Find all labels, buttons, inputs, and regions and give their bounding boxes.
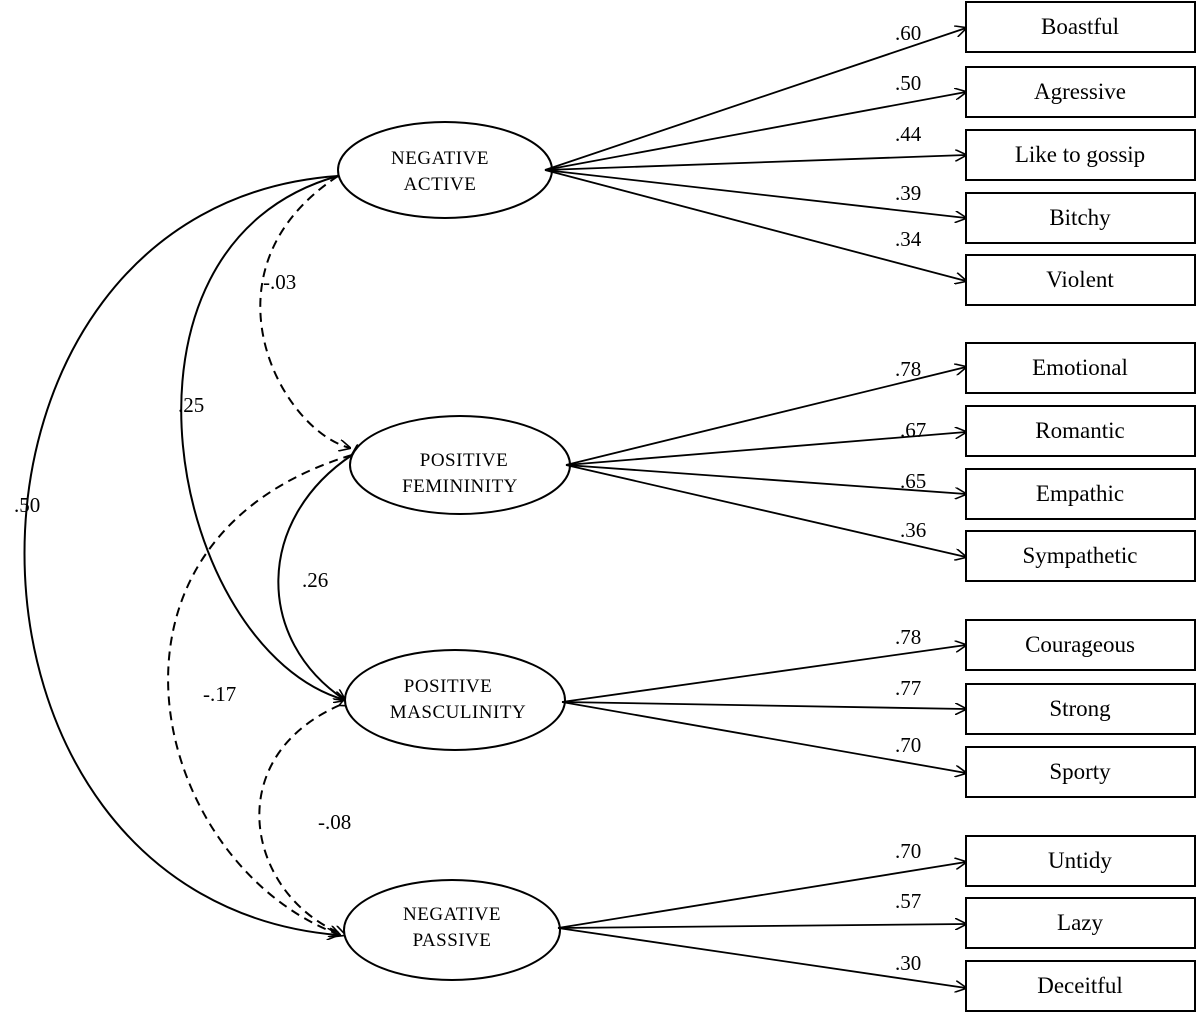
factor-label-line1: NEGATIVE	[391, 148, 489, 169]
loading-label: .57	[895, 889, 921, 913]
item-label: Strong	[1049, 696, 1111, 721]
loading-path	[557, 927, 966, 988]
loading-path	[557, 862, 966, 929]
item-label: Boastful	[1041, 14, 1119, 39]
factor-label-line2: ACTIVE	[404, 174, 477, 195]
item-label: Bitchy	[1049, 205, 1111, 230]
correlation-curve-pf-np	[167, 455, 352, 935]
correlation-labels: .50 .25 -.03 .26 -.17 -.08	[14, 270, 351, 834]
item-box	[965, 405, 1196, 457]
item-label: Like to gossip	[1015, 142, 1145, 167]
factor-positive-masculinity: POSITIVE MASCULINITY	[344, 649, 566, 751]
item-box	[965, 619, 1196, 671]
item-box	[965, 66, 1196, 118]
factor-negative-passive: NEGATIVE PASSIVE	[343, 879, 561, 981]
latent-factors: NEGATIVE ACTIVE POSITIVE FEMININITY POSI…	[337, 121, 571, 981]
correlation-label: -.08	[318, 810, 351, 834]
item-label: Sympathetic	[1023, 543, 1138, 568]
loading-label: .60	[895, 21, 921, 45]
factor-ellipse	[343, 879, 561, 981]
item-box	[965, 530, 1196, 582]
loading-label: .70	[895, 733, 921, 757]
factor-label-line2: FEMININITY	[402, 476, 518, 497]
loading-label: .78	[895, 357, 921, 381]
loading-label: .78	[895, 625, 921, 649]
loading-path	[544, 169, 966, 281]
item-box	[965, 683, 1196, 735]
correlation-label: -.17	[203, 682, 236, 706]
loading-path	[557, 924, 966, 928]
factor-negative-active: NEGATIVE ACTIVE	[337, 121, 553, 219]
loading-path	[561, 701, 966, 709]
item-label: Romantic	[1035, 418, 1124, 443]
loading-path	[561, 701, 966, 773]
loading-label: .30	[895, 951, 921, 975]
item-label: Untidy	[1048, 848, 1112, 873]
item-box	[965, 835, 1196, 887]
item-box	[965, 1, 1196, 53]
item-label: Empathic	[1036, 481, 1124, 506]
correlation-curves	[23, 176, 353, 935]
item-label: Deceitful	[1037, 973, 1123, 998]
item-box	[965, 897, 1196, 949]
item-box	[965, 254, 1196, 306]
loading-path	[565, 464, 966, 494]
item-label: Violent	[1046, 267, 1114, 292]
loading-path	[544, 28, 966, 171]
loading-path	[565, 464, 966, 557]
correlation-label: .50	[14, 493, 40, 517]
loading-path	[544, 155, 966, 171]
correlation-curve-na-pm	[180, 176, 345, 700]
loading-path	[561, 645, 966, 703]
factor-label-line1: POSITIVE	[420, 450, 508, 471]
factor-ellipse	[344, 649, 566, 751]
item-label: Courageous	[1025, 632, 1135, 657]
item-box	[965, 746, 1196, 798]
factor-positive-femininity: POSITIVE FEMININITY	[349, 415, 571, 515]
factor-label-line2: PASSIVE	[413, 930, 492, 951]
loading-paths	[544, 28, 966, 988]
item-label: Sporty	[1049, 759, 1111, 784]
item-box	[965, 960, 1196, 1012]
item-box	[965, 468, 1196, 520]
loading-path	[565, 432, 966, 466]
item-box	[965, 192, 1196, 244]
correlation-curve-na-np	[23, 176, 339, 935]
factor-label-line1: NEGATIVE	[403, 904, 501, 925]
correlation-label: .25	[178, 393, 204, 417]
loading-path	[544, 169, 966, 218]
item-box	[965, 129, 1196, 181]
item-label: Lazy	[1057, 910, 1103, 935]
loading-label: .77	[895, 676, 921, 700]
loading-path	[565, 367, 966, 466]
item-label: Agressive	[1034, 79, 1126, 104]
factor-label-line1: POSITIVE	[404, 676, 492, 697]
item-box	[965, 342, 1196, 394]
correlation-label: -.03	[263, 270, 296, 294]
loading-label: .36	[900, 518, 926, 542]
item-label: Emotional	[1032, 355, 1128, 380]
factor-ellipse	[337, 121, 553, 219]
loading-label: .50	[895, 71, 921, 95]
loading-label: .67	[900, 418, 926, 442]
loading-label: .34	[895, 227, 922, 251]
factor-label-line2: MASCULINITY	[390, 702, 526, 723]
loading-label: .65	[900, 469, 926, 493]
loading-labels: .60 .50 .44 .39 .34 .78 .67 .65 .36 .78 …	[895, 21, 926, 975]
correlation-curve-pf-pm	[277, 455, 352, 700]
correlation-label: .26	[302, 568, 328, 592]
loading-label: .39	[895, 181, 921, 205]
correlation-curve-na-pf	[259, 176, 350, 448]
correlation-curve-pm-np	[258, 705, 345, 935]
observed-items: Boastful Agressive Like to gossip Bitchy…	[965, 1, 1196, 1012]
loading-label: .44	[895, 122, 922, 146]
loading-label: .70	[895, 839, 921, 863]
loading-path	[544, 92, 966, 171]
